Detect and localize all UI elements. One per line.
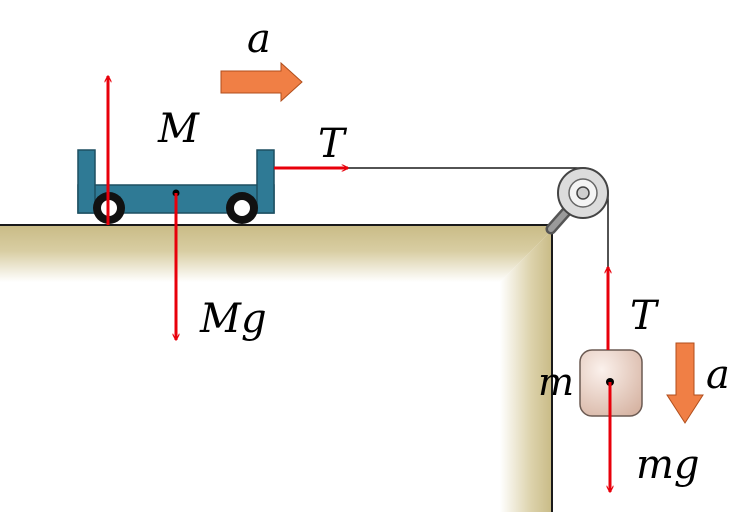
table-side-surface	[500, 230, 552, 512]
label-cart-weight: Mg	[199, 296, 267, 342]
cart-acceleration-arrow	[220, 61, 303, 103]
acceleration-arrows	[220, 61, 704, 424]
label-block-mass: m	[538, 360, 574, 404]
label-tension-cart: T	[318, 121, 348, 167]
label-accel-side: a	[706, 352, 730, 398]
label-block-weight: mg	[636, 442, 700, 488]
label-cart-mass: M	[157, 106, 200, 152]
table	[0, 224, 553, 512]
labels: a M T Mg T m a mg	[157, 16, 730, 488]
label-tension-block: T	[630, 293, 660, 339]
block-acceleration-arrow	[666, 342, 704, 424]
cart-left-post	[77, 149, 96, 214]
cart-right-hub	[234, 200, 250, 216]
pulley	[545, 167, 609, 235]
label-accel-top: a	[247, 16, 271, 62]
pulley-axle	[576, 186, 590, 200]
cart-right-post	[256, 149, 275, 214]
force-arrows	[108, 76, 610, 492]
table-top-surface	[0, 225, 552, 282]
